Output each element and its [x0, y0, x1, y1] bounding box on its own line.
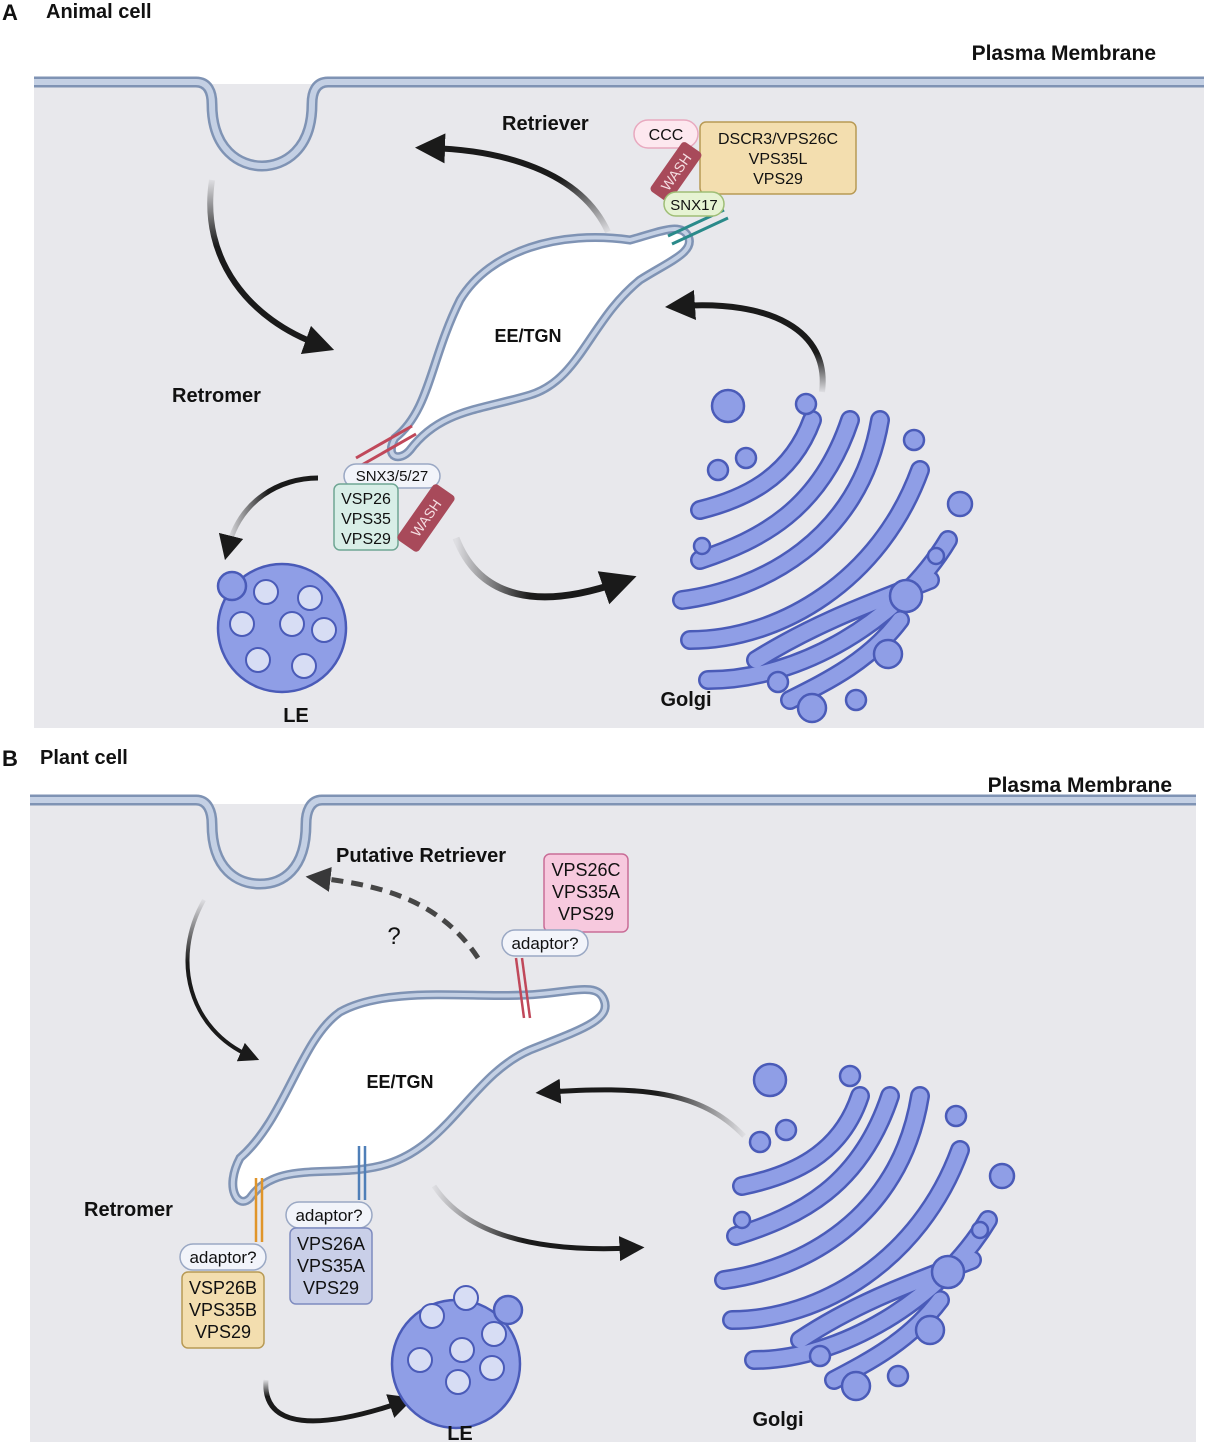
golgi-label: Golgi [660, 689, 711, 711]
snx-label: SNX3/5/27 [356, 468, 429, 485]
plasma-membrane-label: Plasma Membrane [988, 774, 1172, 797]
endocytosis-arrow [207, 179, 335, 355]
snx17-label: SNX17 [670, 197, 718, 214]
golgi-to-ee-arrow [535, 1078, 746, 1138]
ccc-label: CCC [649, 127, 684, 144]
snx17-adaptor [663, 191, 725, 217]
putative-retriever-label: Putative Retriever [336, 845, 506, 867]
ee-tgn-label: EE/TGN [366, 1072, 433, 1092]
golgi-apparatus [714, 1062, 1016, 1402]
retriever-label: Retriever [502, 113, 589, 135]
retromer-a-subunit: VPS35A [297, 1256, 365, 1276]
ee-to-le-arrow [218, 475, 319, 561]
retriever-recycling-arrow [415, 133, 611, 234]
plasma-membrane-label: Plasma Membrane [972, 42, 1156, 65]
adaptor-label: adaptor? [189, 1248, 256, 1267]
ee-tgn-label: EE/TGN [494, 326, 561, 346]
ccc-complex [633, 119, 699, 149]
retromer-subunit: VSP26 [341, 491, 391, 508]
cargo-receptor-retromer-a [357, 1146, 367, 1200]
ee-to-golgi-arrow [431, 1184, 645, 1262]
panel-title: Animal cell [46, 1, 152, 23]
retromer-b-subunit: VPS35B [189, 1300, 257, 1320]
retromer-subunit: VPS35 [341, 511, 391, 528]
retromer-to-golgi-arrow [452, 536, 637, 605]
adaptor-label: adaptor? [295, 1206, 362, 1225]
panel-letter: B [2, 746, 18, 771]
retromer-b-complex-box [181, 1271, 265, 1349]
adaptor-label: adaptor? [511, 934, 578, 953]
adaptor-left [179, 1243, 267, 1271]
retriever-subunit: VPS26C [551, 860, 620, 880]
retromer-a-subunit: VPS29 [303, 1278, 359, 1298]
late-endosome [390, 1285, 524, 1430]
le-label: LE [447, 1423, 473, 1445]
retriever-subunit: DSCR3/VPS26C [718, 131, 838, 148]
cargo-receptor-retriever [514, 957, 532, 1019]
retromer-to-le-arrow [263, 1379, 414, 1424]
retromer-subunit: VPS29 [341, 531, 391, 548]
golgi-apparatus [672, 388, 974, 724]
golgi-label: Golgi [752, 1409, 803, 1431]
question-mark: ? [387, 923, 400, 950]
retromer-complex-box [333, 483, 399, 551]
panel-title: Plant cell [40, 747, 128, 769]
retriever-subunit: VPS29 [558, 904, 614, 924]
retromer-label: Retromer [172, 385, 261, 407]
retromer-label: Retromer [84, 1199, 173, 1221]
retromer-a-subunit: VPS26A [297, 1234, 365, 1254]
putative-retriever-arrow [305, 866, 481, 960]
retriever-complex-box [543, 853, 629, 933]
retriever-subunit: VPS35L [749, 151, 808, 168]
adaptor-top [501, 929, 589, 957]
panel-letter: A [2, 0, 18, 25]
retromer-b-subunit: VPS29 [195, 1322, 251, 1342]
retromer-b-subunit: VSP26B [189, 1278, 257, 1298]
cargo-receptor-retromer-b [254, 1178, 264, 1242]
cargo-receptor-retromer [355, 424, 417, 468]
late-endosome [216, 562, 348, 694]
endocytosis-arrow [185, 899, 260, 1062]
retromer-a-complex-box [289, 1227, 373, 1305]
panel-a: A Animal cell Plasma Membrane Retriever … [2, 0, 1204, 728]
retriever-subunit: VPS35A [552, 882, 620, 902]
golgi-to-ee-arrow [665, 290, 826, 393]
retriever-subunit: VPS29 [753, 171, 803, 188]
panel-b: B Plant cell Plasma Membrane Putative Re… [2, 746, 1196, 1445]
le-label: LE [283, 705, 309, 727]
